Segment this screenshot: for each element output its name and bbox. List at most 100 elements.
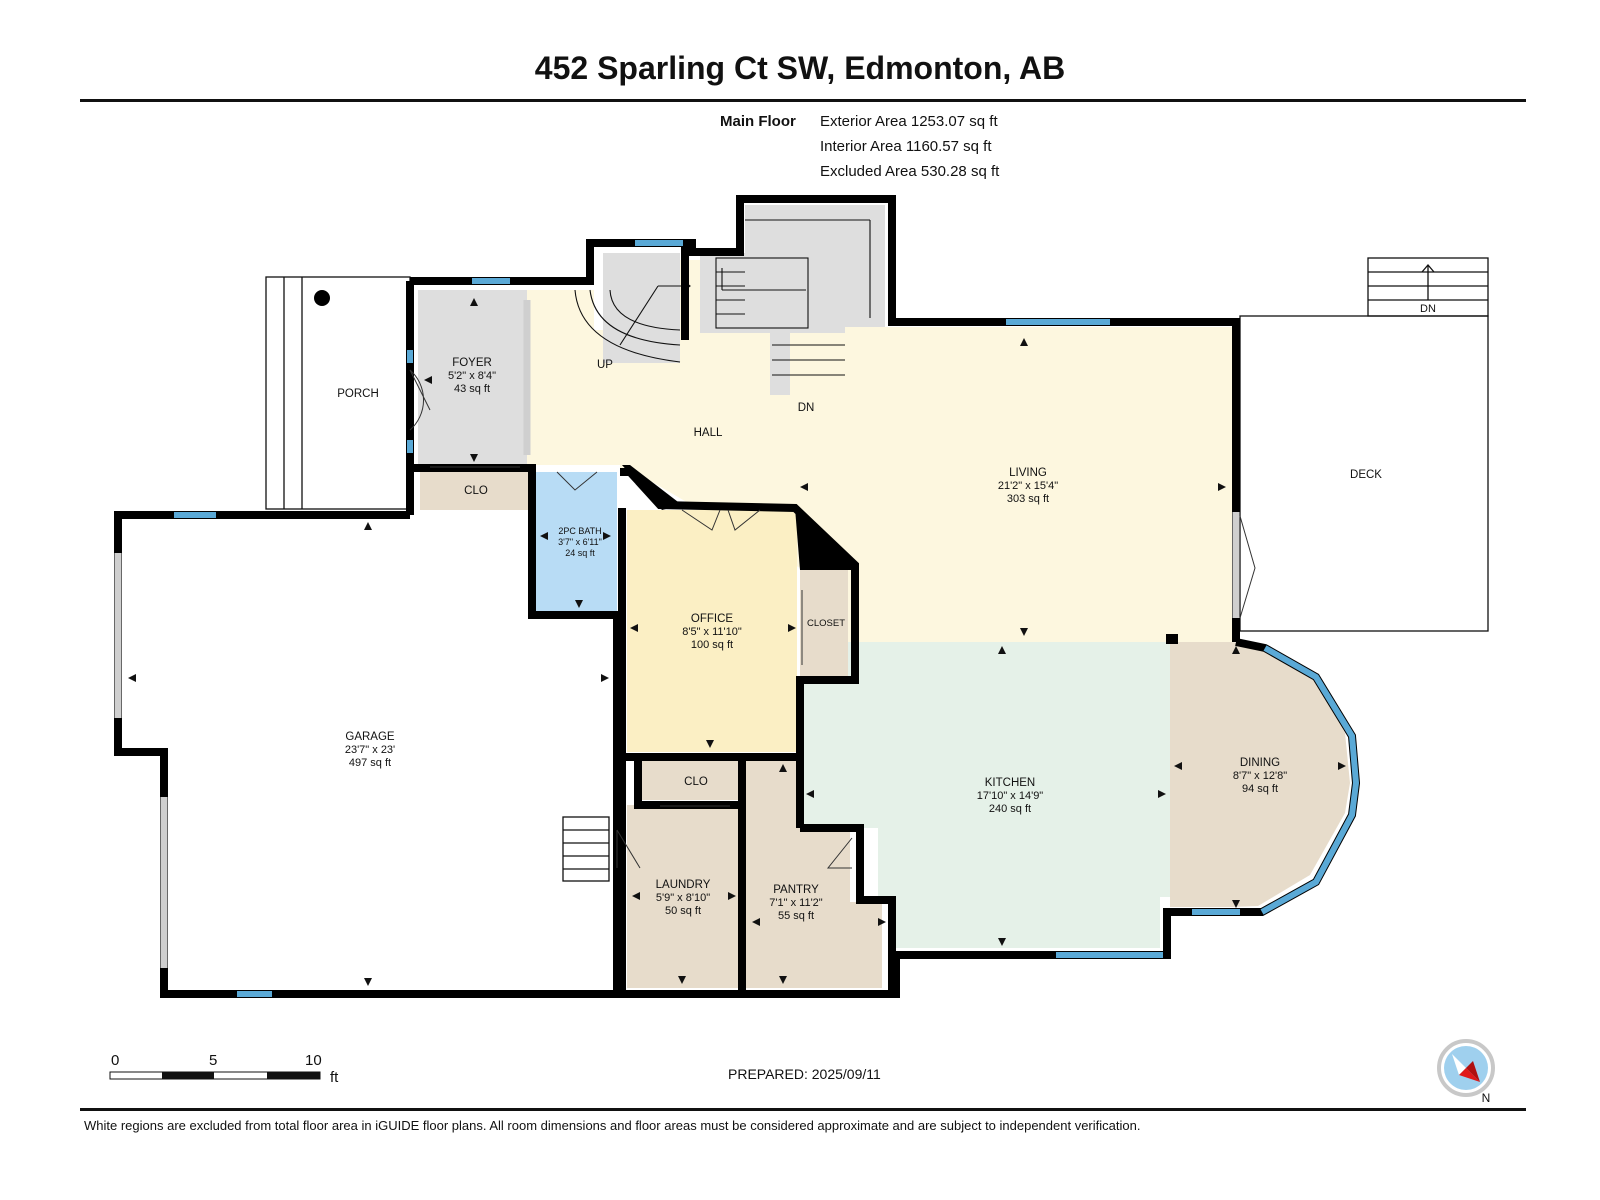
deck-door <box>1239 515 1256 619</box>
dim-arrow <box>788 624 796 632</box>
dim-arrow <box>603 532 611 540</box>
compass-icon: N <box>1437 1039 1495 1105</box>
scale-unit: ft <box>330 1069 339 1086</box>
office-dims: 8'5" x 11'10" <box>682 626 742 638</box>
dim-arrow <box>601 674 609 682</box>
kitchen-fill <box>800 642 1170 948</box>
pantry-label: PANTRY <box>773 884 819 896</box>
curved-stair <box>609 289 681 331</box>
wall-corner <box>622 465 682 510</box>
front-door <box>409 369 431 431</box>
kitchen-dims: 17'10" x 14'9" <box>977 790 1044 802</box>
dim-arrow <box>470 298 478 306</box>
garage-steps <box>562 816 610 882</box>
dim-arrow <box>728 892 736 900</box>
dim-arrow <box>1174 762 1182 770</box>
dim-arrow <box>706 740 714 748</box>
room-labels: PORCH FOYER 5'2" x 8'4" 43 sq ft CLO HAL… <box>337 303 1436 922</box>
laundry-area: 50 sq ft <box>665 905 701 917</box>
clo-label: CLO <box>464 485 488 497</box>
scale-bar: 0 5 10 ft <box>108 1052 348 1102</box>
office-fill <box>627 510 797 752</box>
dim-arrow <box>1338 762 1346 770</box>
bath-area: 24 sq ft <box>565 548 595 558</box>
pantry-fill <box>745 760 882 988</box>
clo2-label: CLO <box>684 776 708 788</box>
deck-stair-arrow <box>1421 264 1435 273</box>
bath-label: 2PC BATH <box>558 526 601 536</box>
hall-label: HALL <box>694 427 723 439</box>
interior-wall <box>800 824 896 994</box>
dim-arrow <box>779 764 787 772</box>
foyer-area: 43 sq ft <box>454 383 490 395</box>
dim-arrow <box>128 674 136 682</box>
dim-arrow <box>678 976 686 984</box>
dining-dims: 8'7" x 12'8" <box>1233 770 1287 782</box>
foyer-label: FOYER <box>452 357 492 369</box>
windows <box>174 240 1360 997</box>
dim-arrow <box>1020 338 1028 346</box>
dim-arrow <box>1232 646 1240 654</box>
wall-corner <box>795 508 855 570</box>
laundry-fill <box>627 805 740 988</box>
porch-light <box>314 290 330 306</box>
exterior-area: Exterior Area 1253.07 sq ft <box>820 113 998 130</box>
scale-bar-graphic <box>109 1071 321 1080</box>
deck-label: DECK <box>1350 469 1382 481</box>
kitchen-label: KITCHEN <box>985 777 1035 789</box>
dim-arrow <box>806 790 814 798</box>
interior-wall <box>528 470 621 994</box>
room-fills <box>418 205 1350 988</box>
clo2-fill <box>640 760 750 800</box>
stair-up-label: UP <box>597 359 613 371</box>
dim-arrow <box>630 624 638 632</box>
floor-label: Main Floor <box>720 113 796 130</box>
stair-arrow <box>619 285 659 346</box>
hall-living-fill <box>527 260 1232 642</box>
pantry-dims: 7'1" x 11'2" <box>769 897 822 909</box>
dim-arrow <box>540 532 548 540</box>
dimension-arrows <box>128 298 1346 986</box>
dim-arrow <box>364 522 372 530</box>
dim-arrow <box>364 978 372 986</box>
dim-arrow <box>632 892 640 900</box>
living-dims: 21'2" x 15'4" <box>998 480 1058 492</box>
dining-fill <box>1170 642 1350 907</box>
interior-area: Interior Area 1160.57 sq ft <box>820 138 992 155</box>
plan-title: 452 Sparling Ct SW, Edmonton, AB <box>534 50 1066 86</box>
dim-arrow <box>800 483 808 491</box>
laundry-label: LAUNDRY <box>656 879 711 891</box>
doors <box>409 369 1256 869</box>
garage-area: 497 sq ft <box>349 757 391 769</box>
dim-arrow <box>878 918 886 926</box>
prepared-date: PREPARED: 2025/09/11 <box>728 1066 881 1082</box>
dim-arrow <box>1232 900 1240 908</box>
dim-arrow <box>575 600 583 608</box>
foyer-fill <box>418 290 527 465</box>
dim-arrow <box>1020 628 1028 636</box>
kitchen-area: 240 sq ft <box>989 803 1031 815</box>
closet-label: CLOSET <box>807 618 845 629</box>
living-label: LIVING <box>1009 467 1047 479</box>
wall-openings <box>114 300 1240 968</box>
column <box>1166 634 1178 644</box>
dim-arrow <box>779 976 787 984</box>
stair-down-fill <box>700 205 885 395</box>
dining-label: DINING <box>1240 757 1280 769</box>
office-door <box>681 509 761 531</box>
stair-down-label: DN <box>798 402 815 414</box>
bottom-divider <box>80 1108 1526 1111</box>
stairs-detail <box>574 219 871 376</box>
clo-fill <box>420 470 532 510</box>
south-wall <box>616 908 1236 998</box>
curved-stair <box>574 289 681 363</box>
foyer-dims: 5'2" x 8'4" <box>448 370 496 382</box>
porch-label: PORCH <box>337 388 379 400</box>
compass-north-label: N <box>1482 1091 1491 1105</box>
living-area: 303 sq ft <box>1007 493 1049 505</box>
dining-area: 94 sq ft <box>1242 783 1278 795</box>
bath-dims: 3'7" x 6'11" <box>558 537 602 547</box>
stair-down-flight <box>715 257 809 329</box>
scale-tick-0: 0 <box>111 1052 120 1069</box>
